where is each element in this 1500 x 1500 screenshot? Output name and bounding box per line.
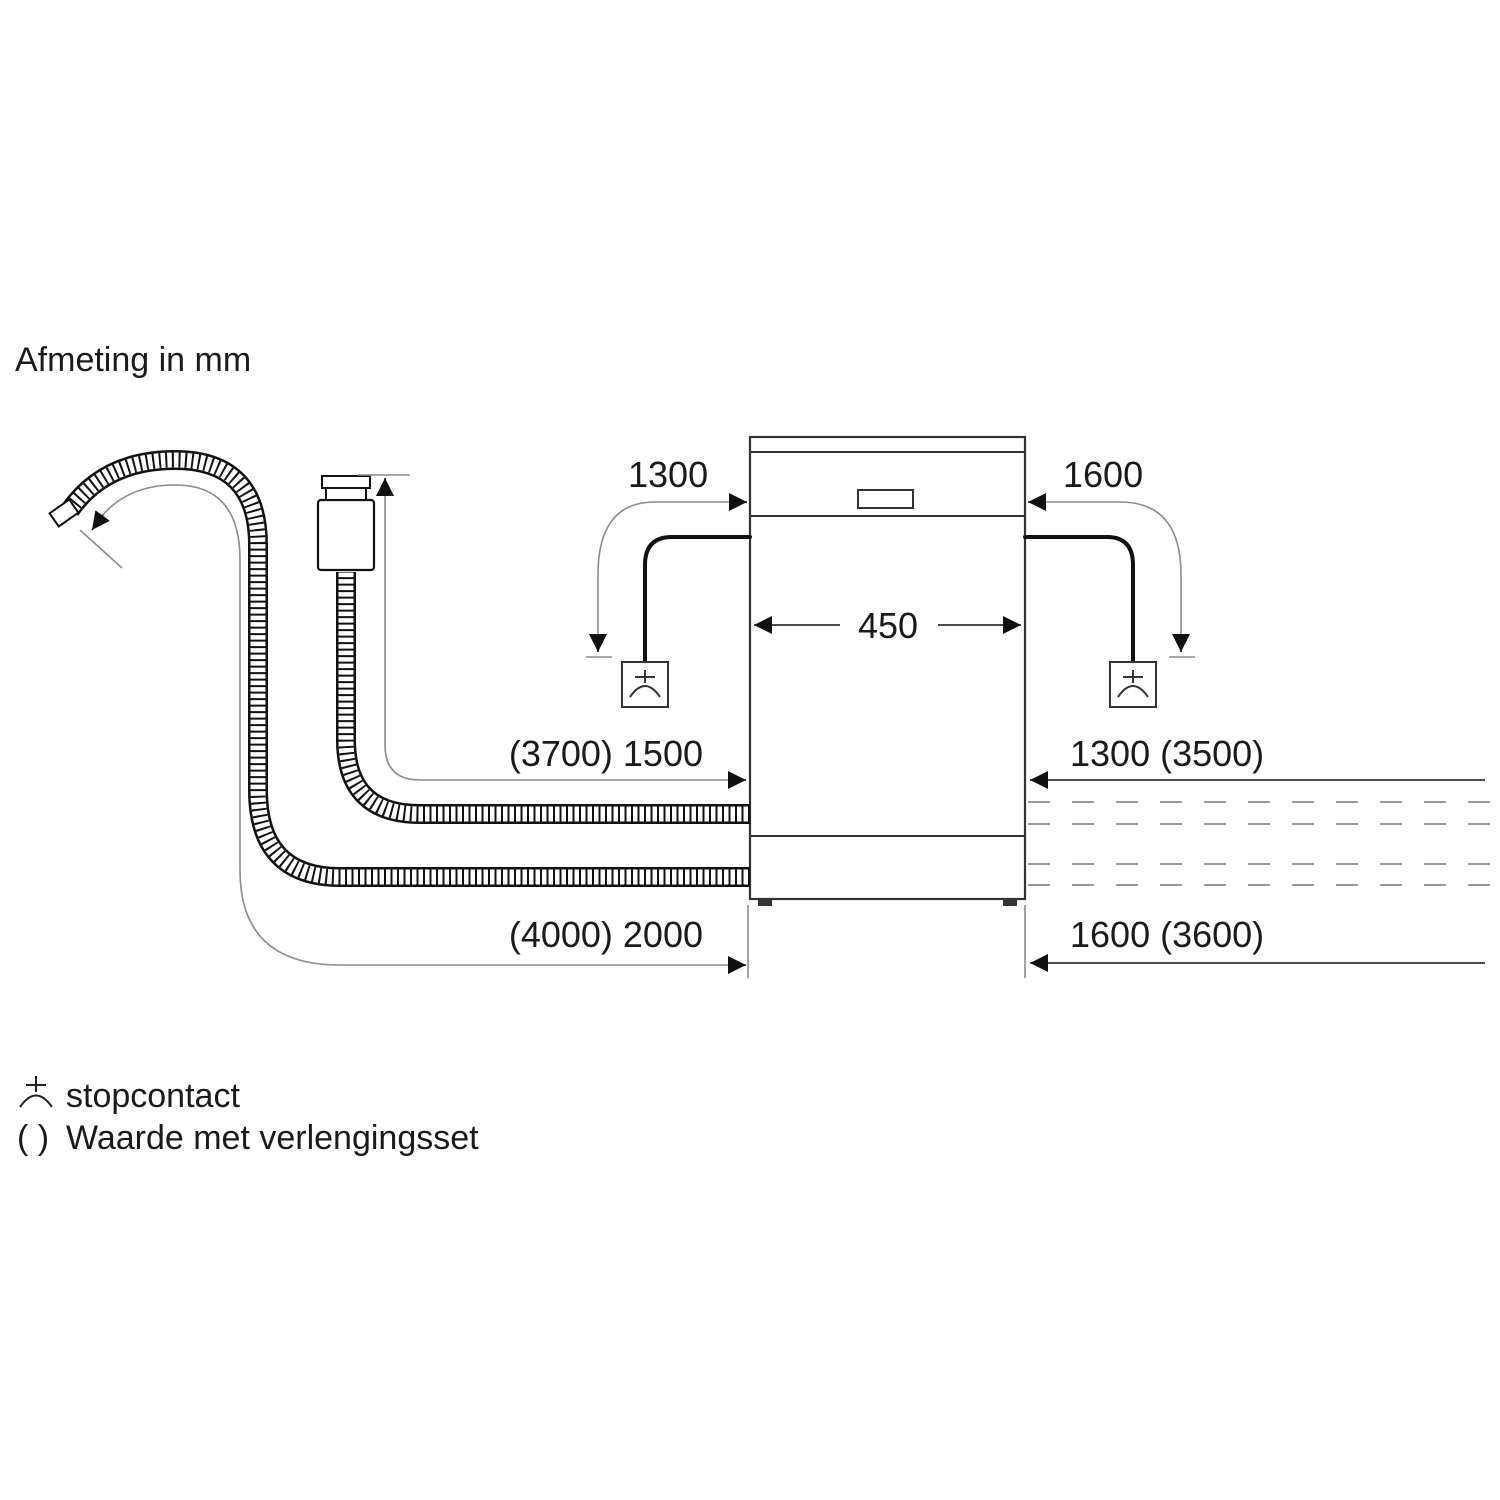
inlet-hose <box>316 475 750 824</box>
inlet-reach <box>384 480 745 781</box>
legend: stopcontact ( ) Waarde met verlengingsse… <box>17 1076 479 1157</box>
power-cable-right <box>1023 535 1135 664</box>
legend-socket-label: stopcontact <box>66 1077 240 1115</box>
inlet-left-label: (3700) 1500 <box>509 733 703 774</box>
drain-hose <box>48 450 750 887</box>
power-cable-left <box>643 535 752 664</box>
width-label: 450 <box>858 605 918 646</box>
inlet-right-label: 1300 (3500) <box>1070 733 1264 774</box>
control-display <box>857 489 914 509</box>
drain-reach <box>94 484 745 966</box>
title: Afmeting in mm <box>15 341 251 379</box>
legend-extension-symbol: ( ) <box>17 1119 49 1157</box>
drain-left-label: (4000) 2000 <box>509 914 703 955</box>
foot-left <box>758 899 772 906</box>
socket-left-icon <box>621 661 669 708</box>
width-dimension: 450 <box>754 605 1021 646</box>
power-left-label: 1300 <box>628 454 708 495</box>
power-right-label: 1600 <box>1063 454 1143 495</box>
socket-right-icon <box>1109 661 1157 708</box>
legend-extension-label: Waarde met verlengingsset <box>66 1119 479 1157</box>
socket-symbol-icon <box>19 1076 53 1108</box>
drain-hose-end <box>48 498 80 528</box>
drain-right-label: 1600 (3600) <box>1070 914 1264 955</box>
foot-right <box>1003 899 1017 906</box>
dishwasher <box>748 435 1027 906</box>
power-reach-left <box>597 501 745 652</box>
aquastop-valve <box>316 498 376 572</box>
power-reach-right <box>1030 501 1182 652</box>
